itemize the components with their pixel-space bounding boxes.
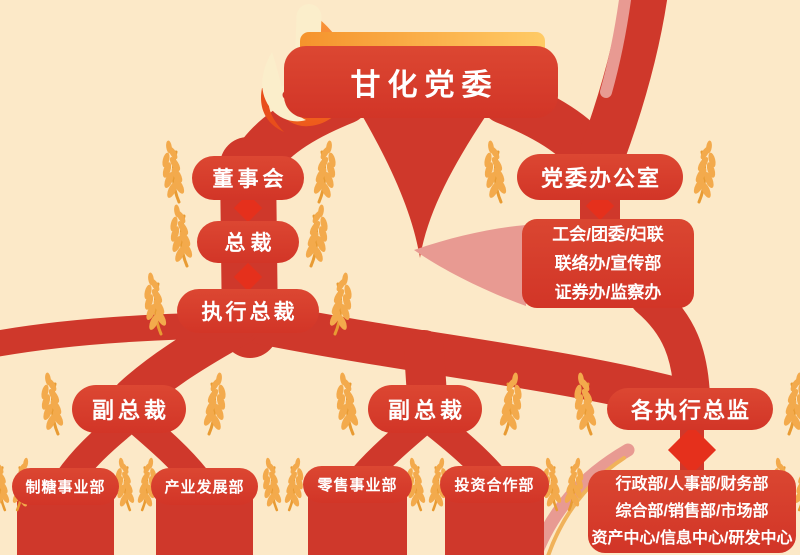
director-dept-line: 行政部/人事部/财务部 (615, 476, 769, 493)
node-sugar-division: 制糖事业部 (12, 468, 119, 505)
node-vice-president-2: 副总裁 (368, 385, 482, 433)
node-industry-development: 产业发展部 (151, 468, 258, 505)
director-dept-line: 资产中心/信息中心/研发中心 (591, 530, 793, 547)
director-departments: 行政部/人事部/财务部 综合部/销售部/市场部 资产中心/信息中心/研发中心 (588, 470, 796, 553)
node-executive-directors: 各执行总监 (607, 388, 773, 430)
party-office-departments: 工会/团委/妇联 联络办/宣传部 证券办/监察办 (522, 219, 694, 308)
root-node-party-committee: 甘化党委 (284, 46, 558, 118)
party-office-dept-line: 证券办/监察办 (554, 283, 662, 302)
party-office-dept-line: 工会/团委/妇联 (552, 225, 664, 244)
connector-pink-wedge (414, 225, 526, 306)
connector-trunk (350, 95, 500, 258)
node-retail-division: 零售事业部 (303, 466, 412, 503)
node-president: 总裁 (197, 221, 299, 263)
node-vice-president-1: 副总裁 (72, 385, 186, 433)
node-executive-president: 执行总裁 (177, 289, 319, 333)
director-dept-line: 综合部/销售部/市场部 (615, 503, 769, 520)
party-office-dept-line: 联络办/宣传部 (554, 254, 662, 273)
node-investment-cooperation: 投资合作部 (440, 466, 549, 503)
node-party-office: 党委办公室 (517, 154, 683, 200)
node-board: 董事会 (192, 156, 304, 200)
